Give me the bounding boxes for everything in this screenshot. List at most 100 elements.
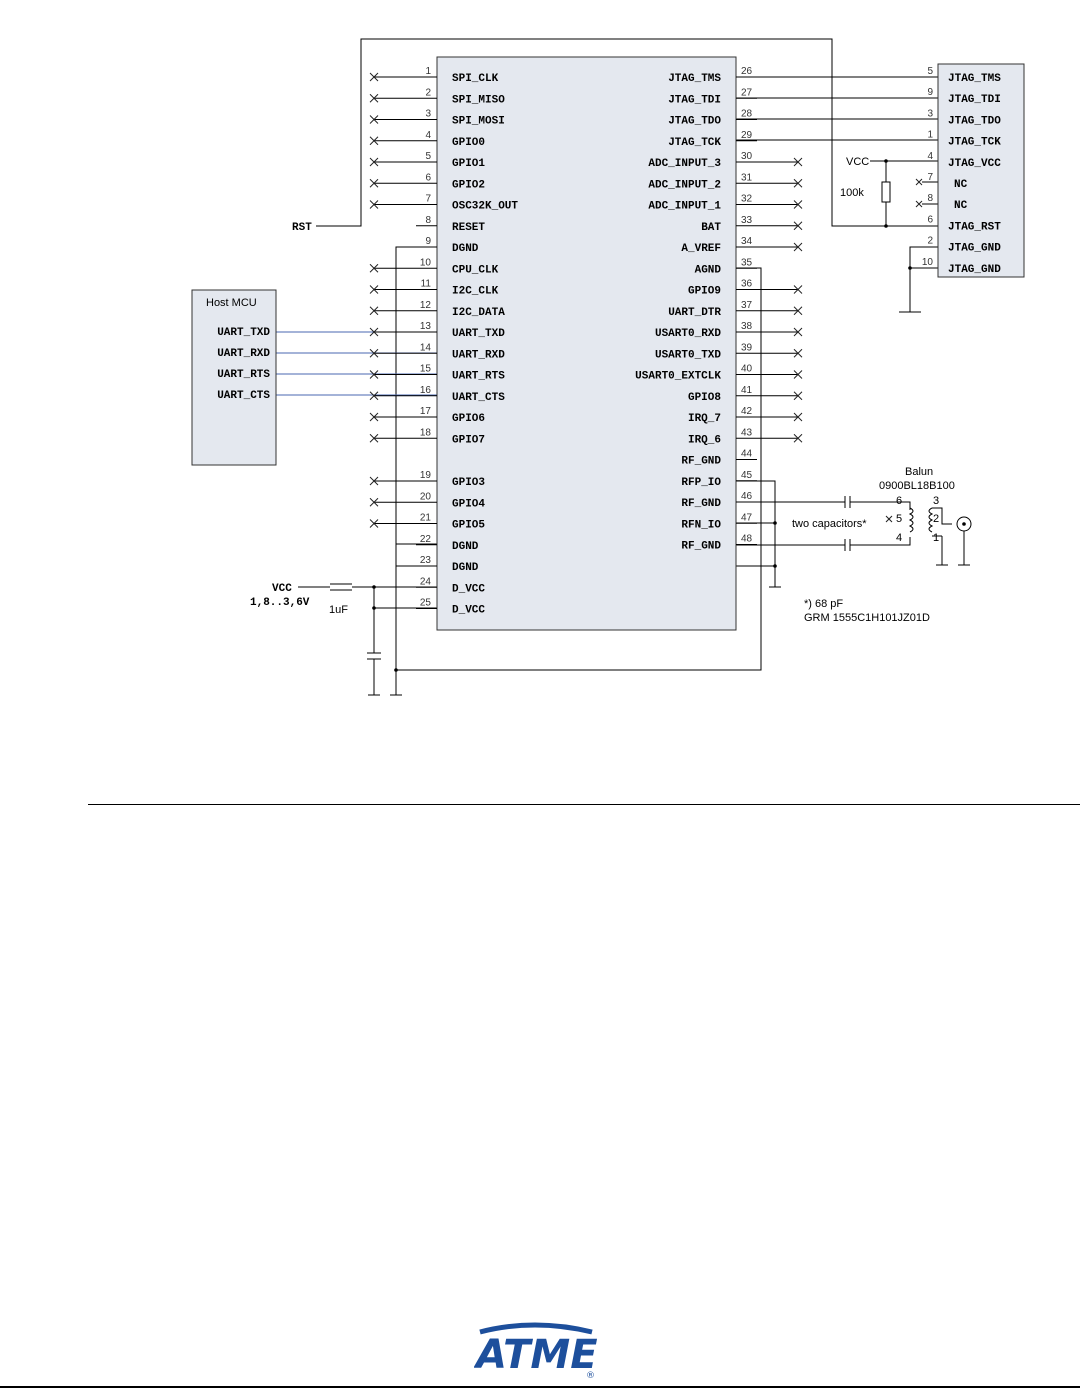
pin-number: 4 <box>927 151 933 162</box>
pin-number: 36 <box>741 279 753 290</box>
pin-number: 35 <box>741 257 753 268</box>
balun-pin: 1 <box>933 532 939 544</box>
pin-label: OSC32K_OUT <box>452 201 518 213</box>
pin-label: JTAG_GND <box>948 243 1001 255</box>
pin-label: GPIO6 <box>452 413 485 425</box>
pin-number: 25 <box>420 598 432 609</box>
pin-number: 11 <box>421 279 432 290</box>
no-connect-mark <box>793 221 803 231</box>
pin-label: D_VCC <box>452 583 485 595</box>
pin-label: RF_GND <box>681 456 721 468</box>
pin-label: UART_CTS <box>452 392 505 404</box>
no-connect-mark <box>793 327 803 337</box>
pin-label: IRQ_6 <box>688 434 721 446</box>
pin-label: RESET <box>452 222 485 234</box>
no-connect-mark <box>793 157 803 167</box>
no-connect-mark <box>793 306 803 316</box>
pin-number: 7 <box>425 194 431 205</box>
pin-label: AGND <box>695 264 722 276</box>
pin-number: 17 <box>420 406 432 417</box>
host-pin-label: UART_RXD <box>217 348 270 360</box>
no-connect-mark <box>369 136 379 146</box>
pin-number: 3 <box>927 108 933 119</box>
pin-label: GPIO3 <box>452 477 485 489</box>
pin-label: GPIO8 <box>688 392 721 404</box>
pin-number: 38 <box>741 321 753 332</box>
pin-label: ADC_INPUT_3 <box>648 158 721 170</box>
vcc-range-label: 1,8..3,6V <box>250 597 310 609</box>
no-connect-mark <box>793 200 803 209</box>
registered-mark: ® <box>586 1371 595 1381</box>
pin-label: IRQ_7 <box>688 413 721 425</box>
pin-label: UART_RXD <box>452 349 505 361</box>
no-connect-mark <box>793 433 803 443</box>
pin-number: 31 <box>741 172 753 183</box>
jtag-vcc-label: VCC <box>846 156 869 168</box>
no-connect-mark <box>369 306 379 316</box>
pin-number: 30 <box>741 151 753 162</box>
cap-label: 1uF <box>329 604 348 616</box>
no-connect-mark <box>369 348 379 358</box>
pin-number: 24 <box>420 576 432 587</box>
pin-label: NC <box>954 179 968 191</box>
jtag-connector <box>937 63 1025 278</box>
pin-number: 5 <box>425 151 431 162</box>
pin-label: I2C_CLK <box>452 286 499 298</box>
pin-number: 20 <box>420 491 432 502</box>
mcu-pin-24: 24D_VCC <box>416 576 485 595</box>
pin-label: RFN_IO <box>681 519 721 531</box>
no-connect-mark <box>793 178 803 188</box>
pin-label: NC <box>954 200 968 212</box>
pin-number: 1 <box>927 130 933 141</box>
balun-pin: 2 <box>933 513 939 525</box>
pin-number: 8 <box>425 215 431 226</box>
no-connect-mark <box>369 370 379 379</box>
pin-number: 27 <box>741 87 753 98</box>
note-value: *) 68 pF <box>804 598 843 610</box>
no-connect-mark <box>369 433 379 443</box>
pin-number: 7 <box>927 172 933 183</box>
no-connect-mark <box>793 242 803 252</box>
pin-label: GPIO0 <box>452 137 485 149</box>
resistor-label: 100k <box>840 187 864 199</box>
pin-number: 34 <box>741 236 753 247</box>
atmel-logo: ATMEL ® <box>474 1322 598 1381</box>
no-connect-mark <box>369 157 379 167</box>
pin-label: GPIO1 <box>452 158 485 170</box>
pin-number: 21 <box>420 513 432 524</box>
pin-number: 42 <box>741 406 753 417</box>
pin-number: 5 <box>927 66 933 77</box>
vcc-label: VCC <box>272 583 292 595</box>
pin-label: DGND <box>452 562 479 574</box>
pin-number: 48 <box>741 534 753 545</box>
pin-label: GPIO4 <box>452 498 485 510</box>
pin-label: JTAG_TCK <box>668 137 721 149</box>
pin-label: JTAG_TDO <box>948 115 1001 127</box>
pin-label: SPI_CLK <box>452 73 499 85</box>
pin-label: RF_GND <box>681 498 721 510</box>
balun-pin: 6 <box>896 495 902 507</box>
pin-label: USART0_TXD <box>655 349 721 361</box>
rst-label: RST <box>292 222 312 234</box>
pin-label: GPIO5 <box>452 520 485 532</box>
no-connect-mark <box>369 476 379 486</box>
pin-label: JTAG_TDO <box>668 116 721 128</box>
